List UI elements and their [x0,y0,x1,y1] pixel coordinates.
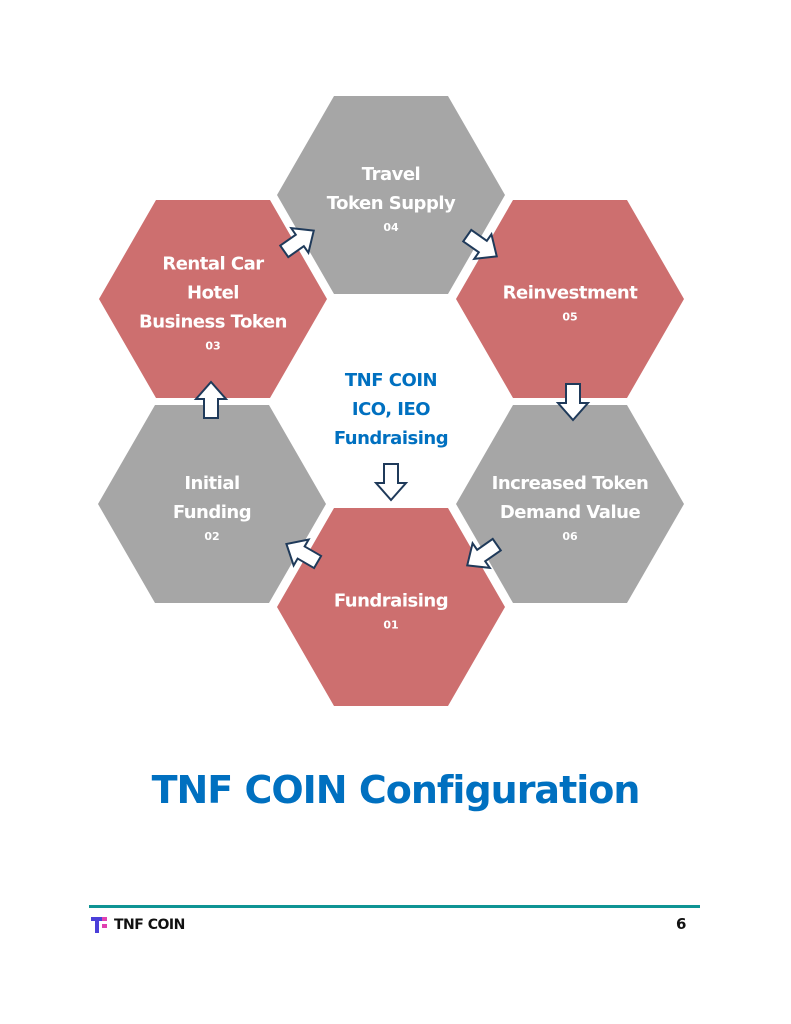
hexagon-label: Fundraising [334,591,448,612]
center-line-3: Fundraising [334,428,448,449]
tnf-logo-icon [91,917,107,933]
hexagon-label: Hotel [187,283,239,304]
hexagon-number: 02 [204,530,219,543]
hexagon-number: 05 [562,311,577,324]
footer-logo: TNF COIN [91,916,185,934]
center-line-1: TNF COIN [345,370,437,391]
hexagon-01: Fundraising 01 [277,508,505,706]
center-label: TNF COIN ICO, IEO Fundraising [334,370,449,449]
hexagon-number: 03 [205,340,220,353]
page-number: 6 [676,915,687,933]
hexagon-label: Token Supply [327,193,456,214]
hexagon-shape [456,405,684,603]
flow-arrow-icon [373,463,409,502]
hexagon-shape [99,200,327,398]
hexagon-label: Funding [173,502,251,523]
flow-arrow-icon [555,383,591,422]
flow-arrow-icon [285,538,323,570]
footer-divider [89,905,700,908]
hexagon-label: Rental Car [162,254,264,275]
center-line-2: ICO, IEO [352,399,430,420]
hexagon-label: Business Token [139,312,287,333]
hexagon-label: Initial [184,473,239,494]
flow-arrow-icon [193,380,229,419]
hexagon-label: Travel [362,164,420,185]
hexagon-label: Demand Value [500,502,641,523]
hexagon-number: 01 [383,619,398,632]
hexagon-label: Reinvestment [503,283,639,304]
hexagon-05: Reinvestment 05 [456,200,684,398]
hexagon-shape [98,405,326,603]
page-title: TNF COIN Configuration [151,768,641,812]
hexagon-number: 04 [383,221,399,234]
hexagon-label: Increased Token [492,473,649,494]
hexagon-shape [456,200,684,398]
flow-arrow-icon [466,537,503,570]
footer-brand: TNF COIN [114,917,185,933]
hexagon-shape [277,508,505,706]
flow-arrow-icon [461,228,498,261]
hexagon-number: 06 [562,530,578,543]
flow-arrow-icon [278,226,315,259]
hexagon-shape [277,96,505,294]
